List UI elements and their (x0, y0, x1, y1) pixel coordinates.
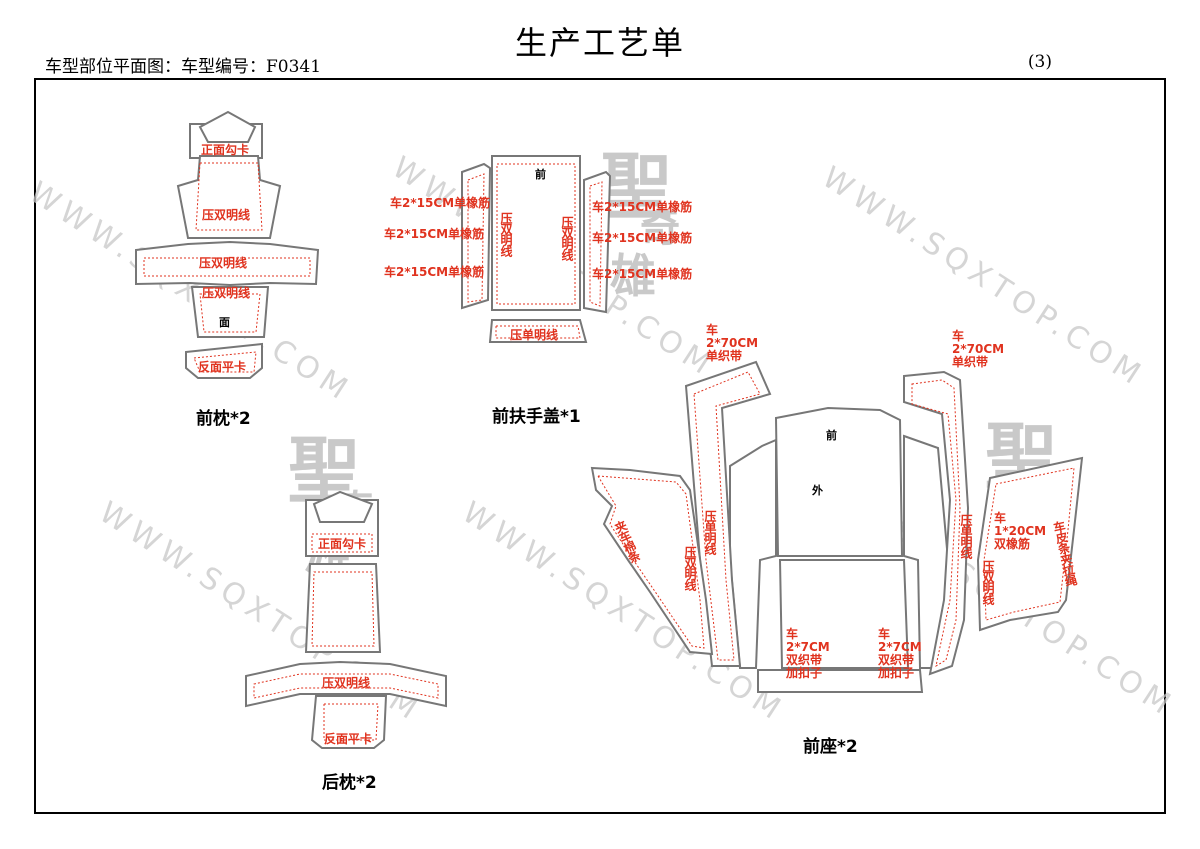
front-seat-label-web-right: 车2*70CM单织带 (952, 329, 1005, 369)
rear-pillow-pieces (245, 490, 447, 749)
armrest-label-left3: 车2*15CM单橡筋 (384, 265, 485, 279)
front-seat-label-dbl-left: 压双明线 (683, 546, 697, 590)
page-number: (3) (1027, 52, 1052, 72)
rear-pillow-label-top: 正面勾卡 (318, 537, 367, 551)
watermark-logo: 聖 (600, 144, 673, 229)
armrest-label-left1: 车2*15CM单橡筋 (390, 196, 491, 210)
diagram-frame (34, 78, 1166, 814)
front-pillow-label-stitch3: 压双明线 (202, 286, 251, 300)
armrest-label-right1: 车2*15CM单橡筋 (592, 200, 693, 214)
front-pillow-label-top: 正面勾卡 (201, 143, 250, 157)
front-seat-label-buckle-right: 车2*7CM双织带加扣子 (878, 627, 922, 680)
watermark-logo: 雄 (610, 249, 656, 303)
front-pillow-label-bottom: 反面平卡 (198, 360, 247, 374)
armrest-label-left2: 车2*15CM单橡筋 (384, 227, 485, 241)
front-seat-label-dbl-right: 压双明线 (981, 560, 995, 604)
front-seat-label-elastic: 车1*20CM双橡筋 (994, 511, 1047, 551)
armrest-label-vleft: 压双明线 (499, 212, 513, 256)
armrest-label-front: 前 (535, 168, 546, 181)
front-pillow-caption: 前枕*2 (196, 409, 251, 429)
armrest-label-vright: 压双明线 (560, 216, 574, 260)
armrest-label-right3: 车2*15CM单橡筋 (592, 267, 693, 281)
front-seat-label-sgl-right: 压单明线 (959, 514, 973, 558)
page-subtitle: 车型部位平面图：车型编号：F0341 (45, 57, 322, 77)
armrest-pieces (461, 155, 612, 343)
armrest-caption: 前扶手盖*1 (492, 407, 581, 427)
front-seat-label-front: 前 (826, 429, 837, 442)
rear-pillow-label-stitch: 压双明线 (322, 676, 371, 690)
front-pillow-pieces (135, 110, 320, 379)
watermark-logo: 奇 (640, 204, 680, 251)
front-seat-label-web-left: 车2*70CM单织带 (706, 323, 759, 363)
front-seat-pieces (590, 360, 1084, 693)
rear-pillow-caption: 后枕*2 (322, 773, 377, 793)
front-pillow-label-stitch2: 压双明线 (199, 256, 248, 270)
page-title: 生产工艺单 (514, 24, 685, 62)
front-pillow-label-face: 面 (219, 316, 230, 329)
front-seat-caption: 前座*2 (803, 737, 858, 757)
front-pillow-label-stitch1: 压双明线 (202, 208, 251, 222)
front-seat-label-buckle-left: 车2*7CM双织带加扣子 (786, 627, 830, 680)
armrest-label-bottom: 压单明线 (510, 328, 559, 342)
front-seat-label-outer: 外 (812, 484, 823, 497)
armrest-label-right2: 车2*15CM单橡筋 (592, 231, 693, 245)
rear-pillow-label-bottom: 反面平卡 (324, 732, 373, 746)
front-seat-label-sgl-left: 压单明线 (703, 510, 717, 554)
